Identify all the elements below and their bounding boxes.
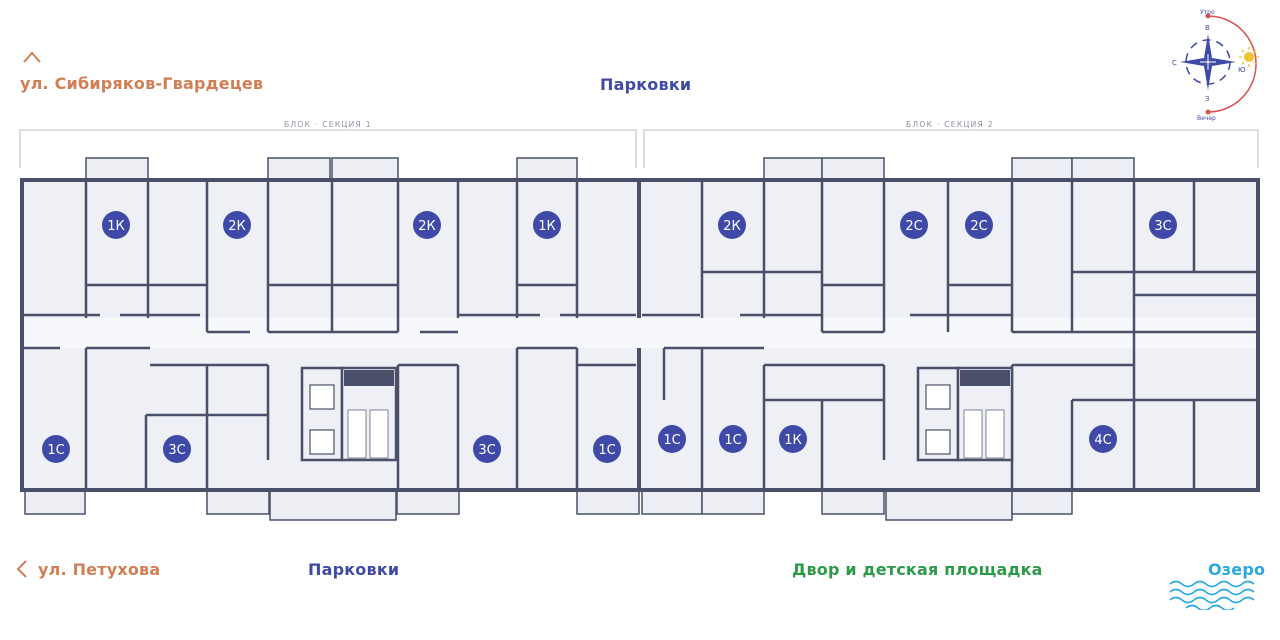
- svg-text:2С: 2С: [970, 219, 987, 234]
- compass-morning: Утро: [1200, 9, 1215, 16]
- svg-text:1К: 1К: [538, 219, 556, 234]
- apartment-badge[interactable]: 1С: [658, 425, 686, 453]
- compass-east: Ю: [1238, 66, 1246, 74]
- arrow-left-icon: [16, 560, 27, 578]
- svg-text:3С: 3С: [478, 443, 495, 458]
- compass-north: В: [1205, 24, 1210, 32]
- yard-label: Двор и детская площадка: [792, 560, 1043, 579]
- svg-text:1К: 1К: [107, 219, 125, 234]
- apartment-badge[interactable]: 4С: [1089, 425, 1117, 453]
- section-2-label: БЛОК · СЕКЦИЯ 2: [906, 120, 994, 129]
- stair-core-1: [300, 366, 398, 462]
- compass-evening: Вечер: [1197, 115, 1216, 122]
- section-1-label: БЛОК · СЕКЦИЯ 1: [284, 120, 372, 129]
- arrow-up-icon: [23, 51, 41, 63]
- apartment-badge[interactable]: 1К: [102, 211, 130, 239]
- svg-text:1К: 1К: [784, 433, 802, 448]
- apartment-badge[interactable]: 1С: [719, 425, 747, 453]
- apartment-badge[interactable]: 2К: [413, 211, 441, 239]
- apartment-badge[interactable]: 3С: [473, 435, 501, 463]
- svg-text:2К: 2К: [418, 219, 436, 234]
- svg-text:2К: 2К: [723, 219, 741, 234]
- balconies-top: [85, 157, 1135, 181]
- apartment-badge[interactable]: 3С: [1149, 211, 1177, 239]
- svg-text:2К: 2К: [228, 219, 246, 234]
- apartment-badge[interactable]: 1К: [779, 425, 807, 453]
- svg-text:1С: 1С: [47, 443, 64, 458]
- apartment-badges: 1К 2К 2К 1К 2К 2С 2С 3С 1С 3С 3С 1С 1С 1…: [42, 211, 1177, 463]
- waves-icon: [1169, 580, 1255, 610]
- apartment-badge[interactable]: 2С: [965, 211, 993, 239]
- balconies-bottom: [24, 489, 1073, 521]
- compass-south: З: [1205, 95, 1210, 103]
- apartment-badge[interactable]: 2К: [718, 211, 746, 239]
- lake-label: Озеро: [1208, 560, 1266, 579]
- svg-text:2С: 2С: [905, 219, 922, 234]
- svg-text:1С: 1С: [724, 433, 741, 448]
- interior-walls: [24, 180, 636, 490]
- svg-text:3С: 3С: [168, 443, 185, 458]
- svg-text:1С: 1С: [663, 433, 680, 448]
- compass-icon: Утро Вечер В З С Ю: [1172, 9, 1259, 122]
- parking-top-label: Парковки: [600, 75, 692, 94]
- stair-core-2: [916, 366, 1014, 462]
- apartment-badge[interactable]: 1С: [42, 435, 70, 463]
- apartment-badge[interactable]: 1С: [593, 435, 621, 463]
- street-top-label: ул. Сибиряков-Гвардецев: [20, 74, 264, 93]
- apartment-badge[interactable]: 1К: [533, 211, 561, 239]
- apartment-badge[interactable]: 2С: [900, 211, 928, 239]
- svg-text:4С: 4С: [1094, 433, 1111, 448]
- street-bottom-label: ул. Петухова: [38, 560, 161, 579]
- compass-west: С: [1172, 59, 1177, 67]
- apartment-badge[interactable]: 2К: [223, 211, 251, 239]
- parking-bottom-label: Парковки: [308, 560, 400, 579]
- apartment-badge[interactable]: 3С: [163, 435, 191, 463]
- svg-text:3С: 3С: [1154, 219, 1171, 234]
- svg-text:1С: 1С: [598, 443, 615, 458]
